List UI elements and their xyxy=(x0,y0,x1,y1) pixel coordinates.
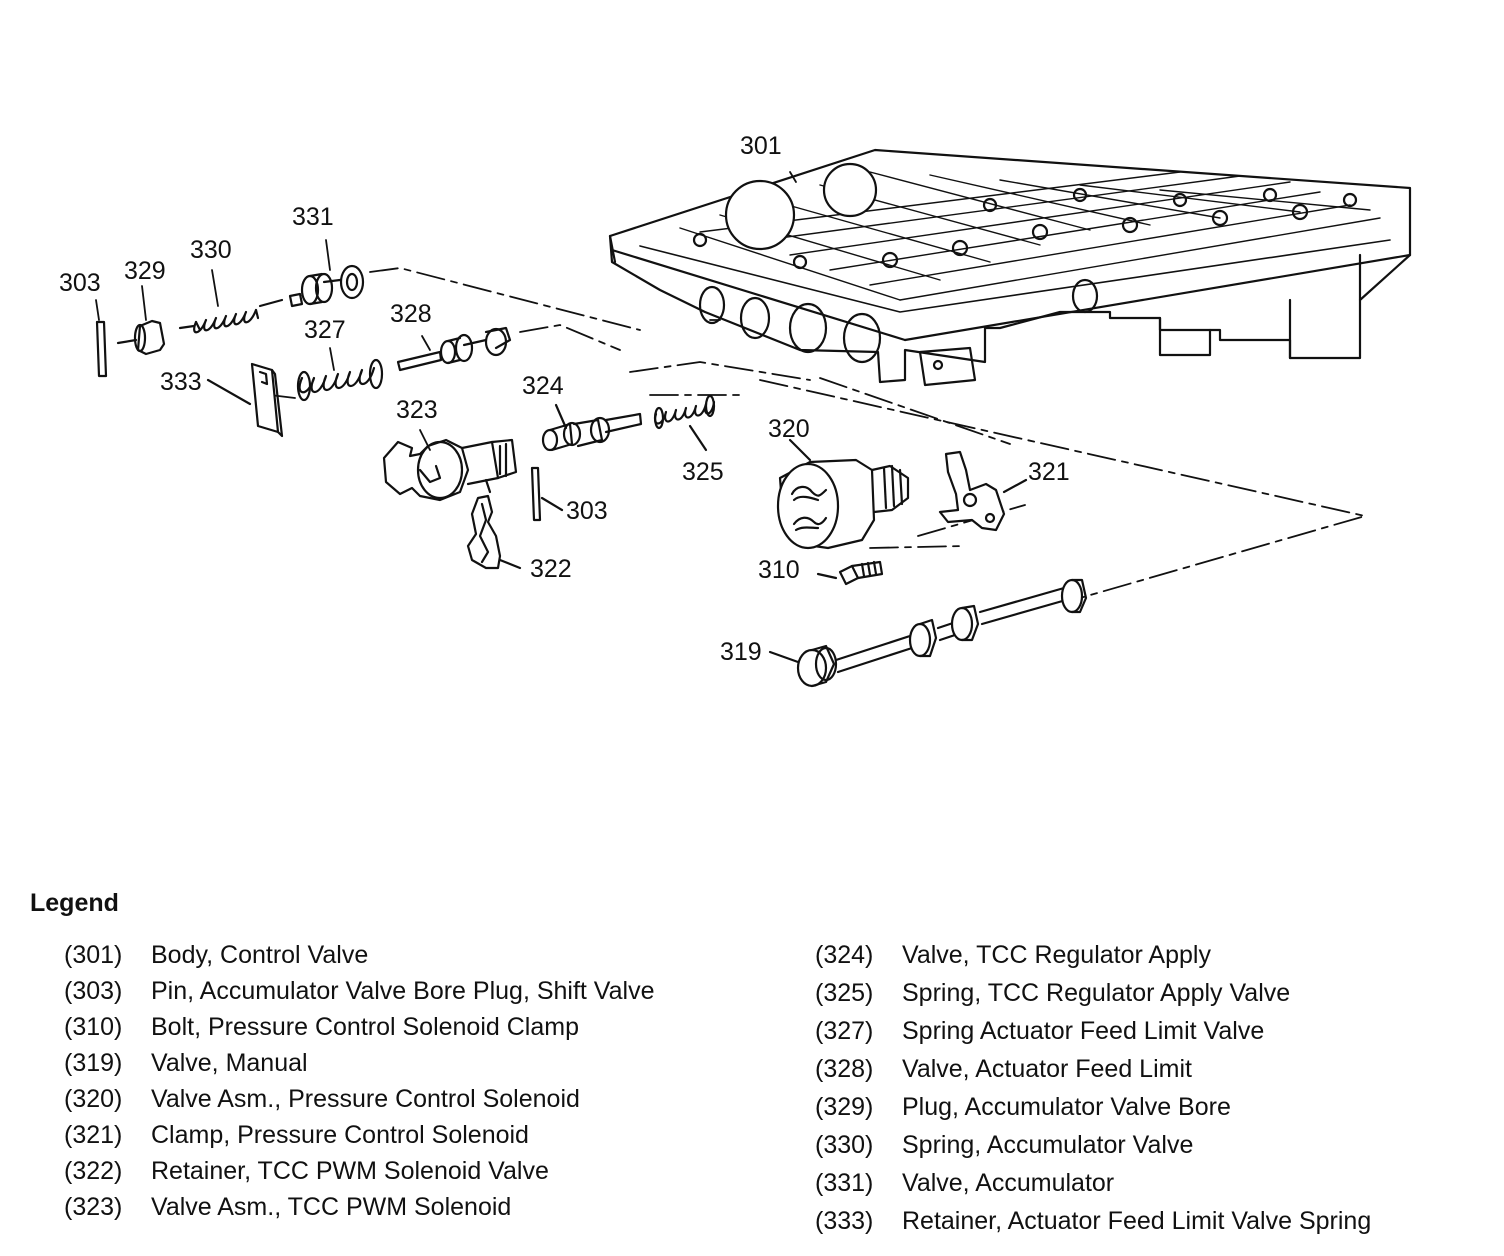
legend-item: (329) Plug, Accumulator Valve Bore xyxy=(815,1092,1475,1122)
legend-item: (327) Spring Actuator Feed Limit Valve xyxy=(815,1016,1475,1046)
legend-item: (325) Spring, TCC Regulator Apply Valve xyxy=(815,978,1475,1008)
legend-item-number: (333) xyxy=(815,1207,874,1235)
callout-labels: 301 331 330 329 303 328 327 333 324 323 … xyxy=(59,132,1070,666)
legend-item: (310) Bolt, Pressure Control Solenoid Cla… xyxy=(64,1012,704,1042)
legend-item-number: (324) xyxy=(815,941,874,969)
accumulator-valve-spring xyxy=(178,298,284,334)
legend-item: (333) Retainer, Actuator Feed Limit Valve… xyxy=(815,1206,1475,1236)
legend-item: (324) Valve, TCC Regulator Apply xyxy=(815,940,1475,970)
legend-left-column: (301) Body, Control Valve (303) Pin, Accumu… xyxy=(64,940,704,1228)
legend-item: (330) Spring, Accumulator Valve xyxy=(815,1130,1475,1160)
legend-item-number: (325) xyxy=(815,979,874,1007)
callout-331: 331 xyxy=(292,203,334,231)
exploded-view-diagram: 301 331 330 329 303 328 327 333 324 323 … xyxy=(59,132,1412,688)
legend-item-description: Body, Control Valve xyxy=(151,941,369,969)
leader-lines xyxy=(95,171,797,451)
legend-item-description: Retainer, TCC PWM Solenoid Valve xyxy=(151,1157,549,1185)
callout-327: 327 xyxy=(304,316,346,344)
tcc-regulator-apply-spring xyxy=(653,394,716,452)
legend-item-description: Spring, TCC Regulator Apply Valve xyxy=(902,979,1291,1007)
legend-item-number: (328) xyxy=(815,1055,874,1083)
callout-310: 310 xyxy=(758,556,800,584)
accumulator-valve-bore-plug xyxy=(116,319,166,356)
legend-item: (328) Valve, Actuator Feed Limit xyxy=(815,1054,1475,1084)
callout-303-right: 303 xyxy=(566,497,608,525)
legend-item: (303) Pin, Accumulator Valve Bore Plug, S… xyxy=(64,976,704,1006)
legend-item-number: (322) xyxy=(64,1157,123,1185)
legend-item-description: Clamp, Pressure Control Solenoid xyxy=(151,1121,529,1149)
legend-item-description: Valve, Manual xyxy=(151,1049,308,1077)
legend-item-number: (321) xyxy=(64,1121,123,1149)
manual-valve xyxy=(768,578,1088,688)
legend-item: (323) Valve Asm., TCC PWM Solenoid xyxy=(64,1192,704,1222)
legend-title: Legend xyxy=(30,889,119,917)
legend-item-description: Valve Asm., Pressure Control Solenoid xyxy=(151,1085,580,1113)
legend-item-number: (329) xyxy=(815,1093,874,1121)
accumulator-valve xyxy=(288,264,365,308)
pressure-control-solenoid xyxy=(776,438,910,550)
legend-item-number: (331) xyxy=(815,1169,874,1197)
legend-item-number: (330) xyxy=(815,1131,874,1159)
legend-item: (331) Valve, Accumulator xyxy=(815,1168,1475,1198)
legend-item: (320) Valve Asm., Pressure Control Soleno… xyxy=(64,1084,704,1114)
legend-item: (301) Body, Control Valve xyxy=(64,940,704,970)
legend-item-description: Spring Actuator Feed Limit Valve xyxy=(902,1017,1265,1045)
pin-shift-valve xyxy=(530,466,564,522)
legend-item-number: (310) xyxy=(64,1013,123,1041)
tcc-regulator-apply-valve xyxy=(541,403,643,452)
alignment-lines xyxy=(269,267,1366,599)
pin-accumulator-valve-bore-plug xyxy=(95,320,108,378)
legend-item-number: (301) xyxy=(64,941,123,969)
callout-301: 301 xyxy=(740,132,782,160)
legend-item-description: Valve, Accumulator xyxy=(902,1169,1115,1197)
legend-item-number: (303) xyxy=(64,977,123,1005)
callout-329: 329 xyxy=(124,257,166,285)
callout-325: 325 xyxy=(682,458,724,486)
legend-item-description: Valve, TCC Regulator Apply xyxy=(902,941,1211,969)
pressure-control-solenoid-bolt xyxy=(816,560,884,586)
legend-item-number: (320) xyxy=(64,1085,123,1113)
legend-item-number: (319) xyxy=(64,1049,123,1077)
legend-item-description: Retainer, Actuator Feed Limit Valve Spri… xyxy=(902,1207,1372,1235)
callout-328: 328 xyxy=(390,300,432,328)
legend-item-description: Pin, Accumulator Valve Bore Plug, Shift … xyxy=(151,977,655,1005)
legend-item-description: Plug, Accumulator Valve Bore xyxy=(902,1093,1231,1121)
callout-322: 322 xyxy=(530,555,572,583)
legend-item-number: (323) xyxy=(64,1193,123,1221)
legend-item: (321) Clamp, Pressure Control Solenoid xyxy=(64,1120,704,1150)
legend-item-description: Spring, Accumulator Valve xyxy=(902,1131,1194,1159)
callout-323: 323 xyxy=(396,396,438,424)
callout-321: 321 xyxy=(1028,458,1070,486)
legend-right-column: (324) Valve, TCC Regulator Apply (325) Spri… xyxy=(815,940,1475,1244)
callout-303-left: 303 xyxy=(59,269,101,297)
tcc-pwm-solenoid xyxy=(382,438,518,502)
callout-333: 333 xyxy=(160,368,202,396)
callout-330: 330 xyxy=(190,236,232,264)
legend-item-description: Valve, Actuator Feed Limit xyxy=(902,1055,1192,1083)
actuator-feed-limit-valve-spring xyxy=(296,358,384,402)
legend-item-description: Valve Asm., TCC PWM Solenoid xyxy=(151,1193,512,1221)
callout-319: 319 xyxy=(720,638,762,666)
callout-320: 320 xyxy=(768,415,810,443)
control-valve-body xyxy=(608,148,1412,387)
pressure-control-solenoid-clamp xyxy=(938,450,1028,532)
legend-item-number: (327) xyxy=(815,1017,874,1045)
callout-324: 324 xyxy=(522,372,564,400)
tcc-pwm-retainer xyxy=(466,494,522,570)
actuator-feed-limit-valve xyxy=(396,326,512,372)
legend-item: (319) Valve, Manual xyxy=(64,1048,704,1078)
legend-item: (322) Retainer, TCC PWM Solenoid Valve xyxy=(64,1156,704,1186)
actuator-feed-limit-retainer xyxy=(206,362,284,438)
legend-item-description: Bolt, Pressure Control Solenoid Clamp xyxy=(151,1013,579,1041)
